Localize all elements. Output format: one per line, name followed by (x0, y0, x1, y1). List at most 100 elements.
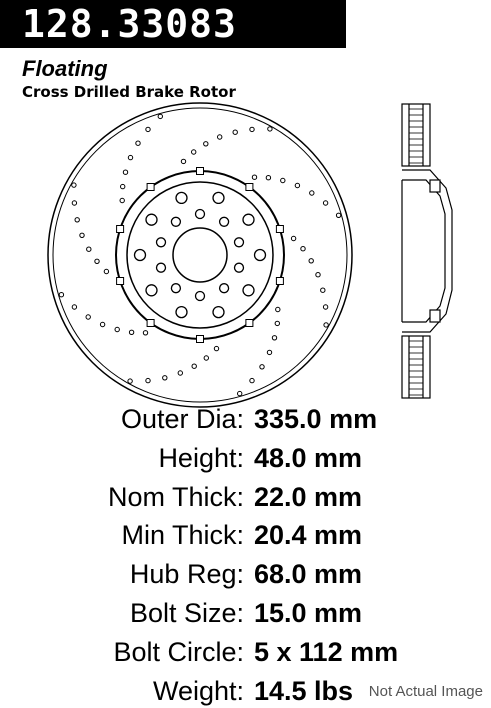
spec-row: Outer Dia: 335.0 mm (0, 402, 491, 436)
drilled-hole (320, 287, 326, 293)
drilled-hole (145, 126, 151, 133)
rotor-front-view (47, 102, 353, 408)
drilled-hole (74, 217, 80, 223)
drilled-hole (322, 304, 329, 310)
hat-hole (175, 305, 188, 319)
drilled-hole (274, 320, 280, 327)
floating-button (116, 225, 125, 233)
drilled-hole (157, 113, 164, 120)
drilled-hole (58, 292, 65, 298)
drilled-hole (203, 141, 209, 147)
drilled-hole (294, 182, 301, 189)
drilled-hole (237, 390, 243, 397)
drilled-hole (142, 330, 149, 336)
lug-hole (155, 262, 167, 273)
drilled-hole (85, 314, 91, 320)
lug-hole (194, 290, 206, 302)
center-bore (172, 227, 228, 283)
drilled-hole (280, 177, 286, 184)
drilled-hole (114, 326, 120, 333)
floating-button (196, 335, 204, 343)
hat-hole (175, 191, 188, 205)
spec-label: Bolt Size: (129, 598, 244, 628)
drilled-hole (315, 272, 321, 278)
floating-button (245, 319, 254, 327)
spec-row: Nom Thick:22.0 mm (0, 480, 491, 514)
drilled-hole (322, 200, 329, 206)
spec-label: Min Thick: (121, 520, 244, 551)
hat-profile-inner (402, 179, 446, 323)
drilled-hole (71, 304, 78, 310)
spec-row: Bolt Circle: 5 x 112 mm (0, 635, 491, 669)
hub-face (126, 181, 274, 329)
part-number-banner: 128.33083 (0, 0, 346, 48)
drilled-hole (162, 375, 168, 381)
drilled-hole (217, 134, 223, 140)
floating-buttons (116, 167, 284, 343)
drilled-hole (213, 345, 220, 352)
lug-hole (233, 262, 245, 273)
hat-hole (212, 305, 225, 319)
spec-row: Height:48.0 mm (0, 441, 491, 475)
rotor-outer-edge-inner-line (52, 107, 348, 403)
upper-friction-ring (401, 103, 431, 167)
drilled-hole (267, 126, 273, 132)
floating-hub-ring (115, 170, 285, 340)
drilled-hole (120, 183, 126, 190)
spec-value: 14.5 lbs (254, 675, 354, 706)
drilled-hole (290, 235, 297, 242)
spec-row: Bolt Size: 15.0 mm (0, 596, 491, 630)
drilled-hole (119, 197, 125, 204)
hat-hole (242, 284, 255, 297)
drilled-hole (122, 169, 129, 175)
spec-value: 48.0 mm (254, 442, 363, 473)
lug-hole (170, 216, 182, 227)
drilled-hole (271, 335, 278, 341)
part-number: 128.33083 (22, 2, 237, 46)
hat-hole (253, 248, 267, 262)
hat-hole (242, 213, 255, 226)
floating-button (146, 183, 155, 191)
hat-hole (145, 213, 158, 226)
drilled-hole (203, 355, 210, 361)
drilled-hole (86, 246, 92, 252)
drilled-hole (99, 321, 106, 328)
spec-label: Bolt Circle: (113, 636, 244, 667)
product-type-title: Floating (22, 56, 108, 81)
lug-hole (218, 216, 230, 227)
drilled-hole (309, 190, 315, 196)
rotor-side-profile (401, 103, 453, 399)
floating-button (196, 167, 204, 175)
drilled-hole (145, 377, 151, 384)
drilled-hole (127, 154, 134, 161)
product-description-title: Cross Drilled Brake Rotor (22, 83, 236, 101)
drilled-hole (191, 363, 197, 369)
not-actual-image-watermark: Not Actual Image (366, 683, 485, 701)
hat-hole (145, 284, 158, 297)
drilled-hole (71, 182, 77, 188)
spec-label: Outer Dia: (120, 404, 244, 434)
lug-hole (218, 283, 230, 294)
lug-hole (155, 237, 167, 248)
floating-button (146, 319, 155, 327)
spec-label: Weight: (152, 675, 244, 706)
lug-hole (233, 237, 245, 248)
drilled-hole (71, 200, 78, 206)
floating-button (116, 277, 125, 285)
drilled-hole (135, 140, 141, 146)
drilled-hole (191, 149, 197, 155)
drilled-hole (323, 322, 329, 328)
drilled-hole (249, 377, 255, 384)
floating-button (275, 225, 284, 233)
drilled-hole (177, 370, 184, 376)
spec-value: 5 x 112 mm (254, 636, 399, 667)
cross-drilled-holes (58, 113, 342, 397)
hat-hole (133, 248, 147, 262)
drilled-hole (335, 212, 342, 219)
spec-value: 68.0 mm (254, 559, 363, 590)
drilled-hole (266, 349, 273, 356)
drilled-hole (251, 174, 258, 180)
spec-value: 335.0 mm (254, 404, 378, 434)
spec-value: 15.0 mm (254, 598, 363, 628)
spec-value: 22.0 mm (254, 481, 363, 512)
